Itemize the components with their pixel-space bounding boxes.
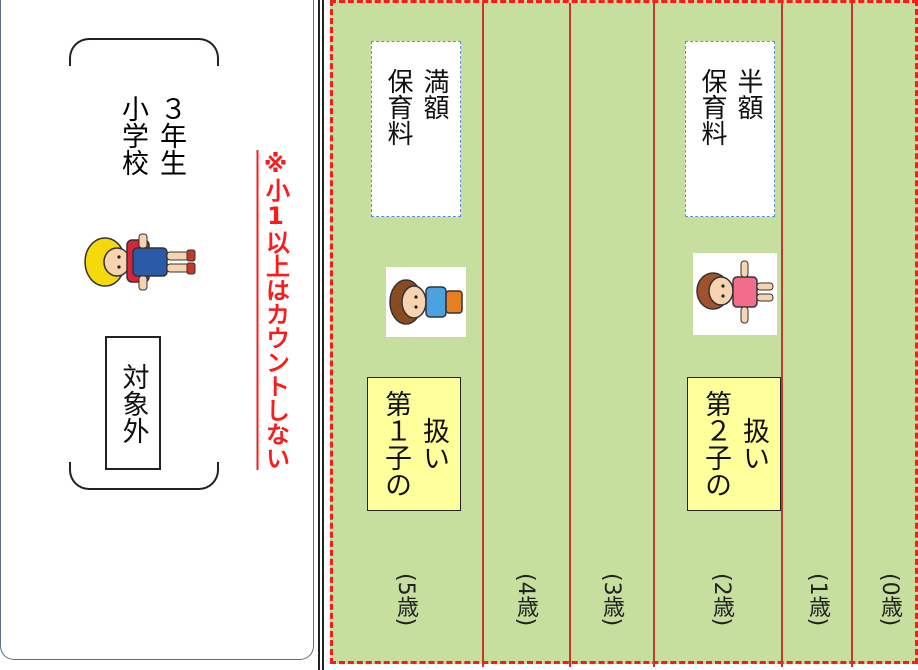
grade-line-2: ３年生 <box>155 95 186 176</box>
exclusion-label: 対象外 <box>117 362 149 444</box>
exclusion-box: 対象外 <box>105 336 161 470</box>
boy-picture <box>386 267 466 337</box>
column-divider <box>569 3 571 667</box>
age-label: (1歳) <box>805 573 830 627</box>
treatment-box-second: 第２子の 扱い <box>687 377 781 511</box>
age-label: (0歳) <box>877 573 902 627</box>
counted-children-area: (5歳) (4歳) (3歳) (2歳) (1歳) (0歳) 保育料 満額 第１子… <box>330 0 918 667</box>
grade-line-1: 小学校 <box>117 95 148 176</box>
excluded-child-panel: 小学校 ３年生 対象外 ※小1以上はカウントしない <box>0 0 314 660</box>
fee-box-full: 保育料 満額 <box>371 41 461 217</box>
girl-illustration-icon <box>696 260 774 324</box>
fee-box-half: 保育料 半額 <box>685 41 775 217</box>
exclusion-note: ※小1以上はカウントしない <box>256 150 296 500</box>
age-label: (3歳) <box>599 573 624 627</box>
exclusion-note-text: ※小1以上はカウントしない <box>261 150 290 470</box>
treatment-box-first: 第１子の 扱い <box>367 377 461 511</box>
bracket-bottom <box>69 462 219 490</box>
column-divider <box>781 3 783 667</box>
boy-illustration-icon <box>389 279 463 325</box>
bracket-top <box>69 38 219 66</box>
column-divider <box>851 3 853 667</box>
grade-label: 小学校 ３年生 <box>111 95 191 205</box>
girl-picture <box>693 253 777 335</box>
age-label: (5歳) <box>393 573 418 627</box>
column-divider <box>482 3 484 667</box>
age-label: (4歳) <box>513 573 538 627</box>
panel-divider <box>318 0 324 670</box>
schoolchild-illustration-icon <box>84 233 196 291</box>
column-divider <box>653 3 655 667</box>
age-label: (2歳) <box>709 573 734 627</box>
